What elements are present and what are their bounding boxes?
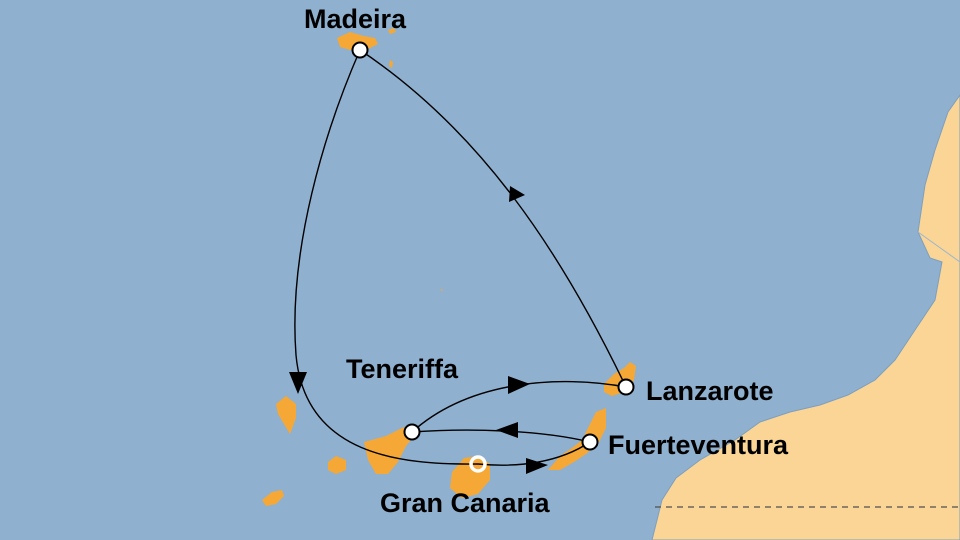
desertas-island xyxy=(389,60,393,68)
arrow-right-icon xyxy=(508,376,530,394)
port-label-madeira: Madeira xyxy=(304,4,407,34)
route-madeira-to-gran-canaria xyxy=(294,49,479,465)
arrow-right-icon xyxy=(526,458,548,474)
gran-canaria-island xyxy=(450,456,490,498)
port-label-lanzarote: Lanzarote xyxy=(646,376,774,406)
madeira-islands xyxy=(337,28,396,68)
arrow-down-icon xyxy=(289,372,307,394)
port-marker-fuerteventura xyxy=(581,433,599,451)
la-palma-island xyxy=(276,396,296,434)
port-label-fuerteventura: Fuerteventura xyxy=(608,430,789,460)
port-label-gran-canaria: Gran Canaria xyxy=(380,488,551,518)
el-hierro-island xyxy=(262,490,284,506)
canary-islands xyxy=(262,289,636,506)
port-marker-teneriffa xyxy=(403,423,421,441)
lanzarote-island xyxy=(604,362,636,396)
africa-mainland xyxy=(651,94,960,540)
route-arrows xyxy=(289,186,548,474)
fuerteventura-island xyxy=(548,408,606,470)
start-port-marker-gran-canaria xyxy=(469,455,487,473)
arrow-left-icon xyxy=(496,422,518,438)
la-gomera-island xyxy=(328,456,346,474)
port-label-teneriffa: Teneriffa xyxy=(346,354,459,384)
route-gran-canaria-to-fuerteventura xyxy=(477,441,591,466)
tenerife-island xyxy=(364,424,416,474)
arrow-up-icon xyxy=(509,186,525,202)
small-islet xyxy=(440,289,443,291)
porto-santo-island xyxy=(388,28,396,34)
country-border-line-north xyxy=(917,231,960,263)
madeira-island xyxy=(337,32,378,50)
port-markers xyxy=(351,41,635,451)
port-marker-lanzarote xyxy=(617,378,635,396)
port-marker-madeira xyxy=(351,41,369,59)
